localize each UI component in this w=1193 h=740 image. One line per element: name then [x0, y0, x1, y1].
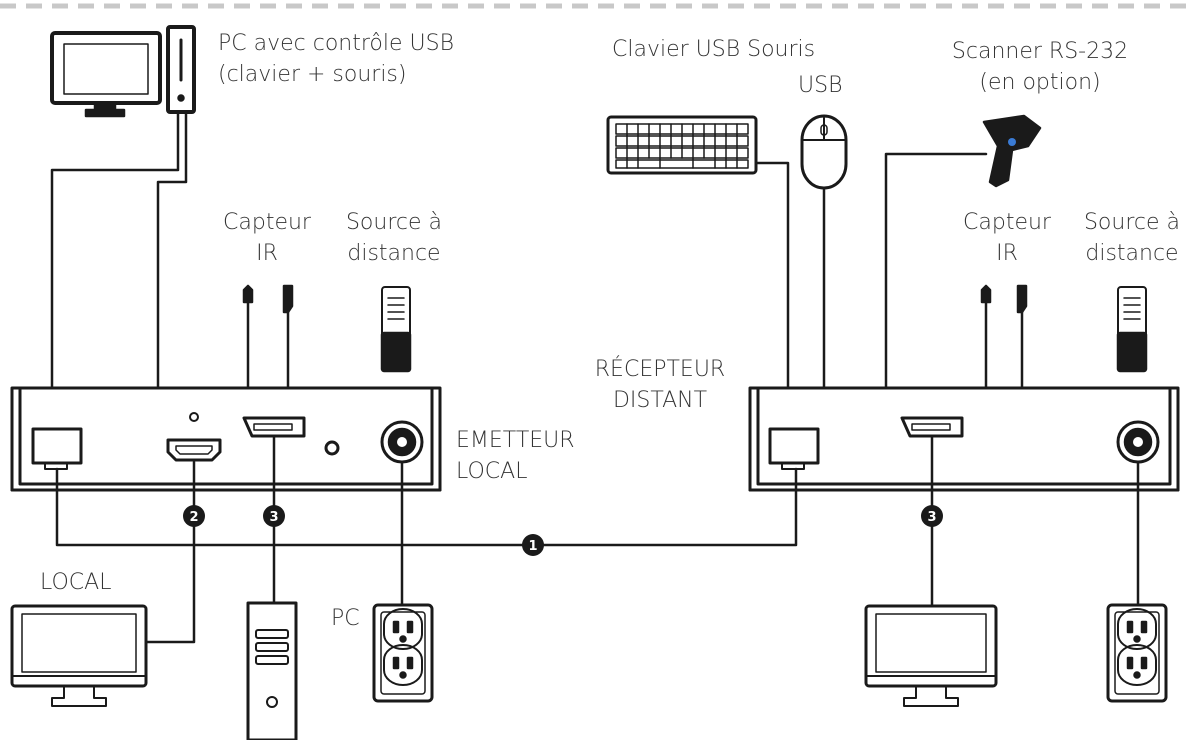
local-label: LOCAL	[40, 570, 112, 595]
badge-hdmi: 2	[183, 505, 205, 527]
power-outlet-left-icon	[372, 603, 434, 703]
pc-usb-monitor-icon	[50, 31, 162, 118]
receiver-box	[748, 386, 1180, 492]
remote-source-left-icon	[380, 286, 412, 373]
remote-source-right-icon	[1116, 286, 1148, 373]
badge-displayport-left: 3	[263, 505, 285, 527]
mouse-label: USB	[798, 73, 843, 98]
keyboard-label: Clavier USB Souris	[612, 37, 816, 62]
hdbaset-cable	[55, 467, 798, 547]
pc-usb-tower-icon	[166, 25, 196, 114]
ir-sensor-right-label: Capteur IR	[963, 210, 1051, 266]
emitter-label: EMETTEUR LOCAL	[456, 428, 575, 484]
pc-tower-icon	[246, 601, 298, 740]
svg-text:3: 3	[269, 510, 278, 525]
emitter-box	[10, 386, 442, 492]
svg-text:2: 2	[189, 510, 198, 525]
receiver-label: RÉCEPTEUR DISTANT	[594, 357, 726, 413]
usb-mouse-icon	[800, 114, 848, 190]
remote-source-left-label: Source à distance	[345, 210, 443, 266]
rs232-scanner-icon	[982, 114, 1042, 188]
svg-text:1: 1	[528, 539, 537, 554]
usb-keyboard-icon	[606, 115, 758, 175]
svg-text:3: 3	[927, 510, 936, 525]
power-outlet-right-icon	[1106, 603, 1168, 703]
ir-sensor-right-icon	[980, 284, 1028, 390]
scanner-label: Scanner RS-232 (en option)	[951, 39, 1129, 95]
pc-usb-cable-b	[156, 110, 188, 390]
keyboard-cable	[754, 161, 790, 390]
remote-monitor-icon	[864, 604, 998, 707]
pc-label: PC	[331, 606, 360, 631]
pc-usb-cable-a	[50, 110, 180, 390]
local-monitor-icon	[10, 604, 148, 707]
ir-sensor-left-label: Capteur IR	[223, 210, 311, 266]
badge-displayport-right: 3	[921, 505, 943, 527]
scanner-cable	[884, 152, 988, 390]
pc-usb-label: PC avec contrôle USB (clavier + souris)	[218, 31, 455, 87]
badge-hdbaset: 1	[522, 534, 544, 556]
ir-sensor-left-icon	[242, 284, 294, 390]
remote-source-right-label: Source à distance	[1083, 210, 1181, 266]
